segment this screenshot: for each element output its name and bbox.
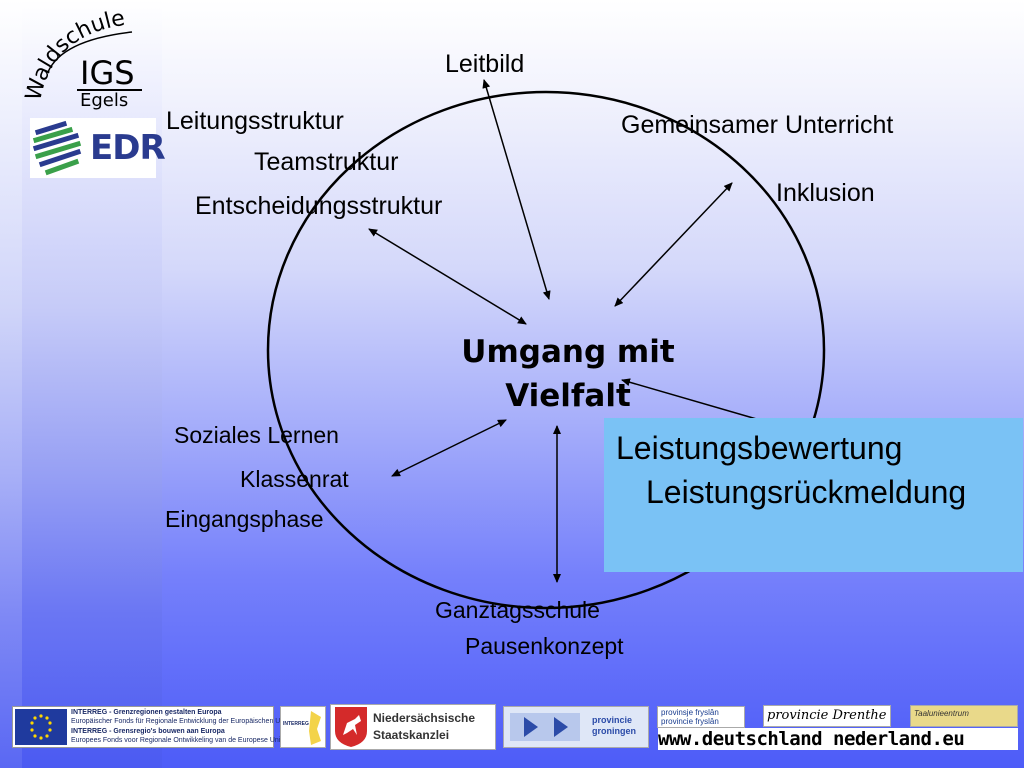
label-klassenrat: Klassenrat: [240, 466, 349, 492]
label-eingangsphase: Eingangsphase: [165, 506, 324, 532]
center-title-line2: Vielfalt: [505, 378, 631, 414]
interreg-logo: INTERREG - Grenzregionen gestalten Europ…: [12, 706, 294, 748]
niedersachsen-horse-icon: [335, 707, 367, 747]
drenthe-logo: provincie Drenthe: [763, 705, 891, 727]
igs-logo-graphic: Waldschule IGS Egels: [21, 6, 142, 111]
label-entscheidungsstruktur: Entscheidungsstruktur: [195, 192, 443, 220]
taalunie-text: Taalunieentrum: [914, 709, 969, 718]
fryslan-line1: provinsje fryslân: [661, 708, 719, 717]
egels-text: Egels: [80, 90, 128, 111]
arrow-entscheidungsstruktur: [368, 228, 527, 325]
label-leitungsstruktur: Leitungsstruktur: [166, 107, 344, 135]
eu-flag-icon: [15, 709, 67, 745]
groningen-crest-icon: [510, 713, 580, 741]
label-soziales-lernen: Soziales Lernen: [174, 422, 339, 448]
leistung-highlight-box: Leistungsbewertung Leistungsrückmeldung: [604, 418, 1023, 572]
label-gemeinsamer-unterricht: Gemeinsamer Unterricht: [621, 111, 894, 139]
niedersachsen-line1: Niedersächsische: [373, 711, 476, 725]
interreg-small-text: INTERREG: [283, 721, 309, 727]
drenthe-text: provincie Drenthe: [767, 708, 887, 723]
arrow-inklusion: [614, 182, 733, 307]
interreg-map-icon: [309, 711, 321, 745]
center-title: Umgang mit Vielfalt: [448, 330, 688, 418]
fryslan-logo: provinsje fryslân provincie fryslân: [657, 706, 745, 728]
label-leistungsbewertung: Leistungsbewertung: [616, 430, 903, 466]
label-leitbild: Leitbild: [445, 50, 525, 78]
edr-stripes-icon: [32, 120, 82, 176]
interreg-line2: Europäischer Fonds für Regionale Entwick…: [71, 718, 294, 725]
left-edge-band: [0, 0, 22, 768]
arrow-soziales-lernen: [391, 419, 507, 477]
arrow-leitbild: [482, 79, 551, 300]
interreg-small-logo: INTERREG: [280, 706, 326, 748]
label-inklusion: Inklusion: [776, 179, 875, 207]
interreg-line3: INTERREG - Grensregio's bouwen aan Europ…: [71, 728, 225, 735]
taalunie-logo: Taalunieentrum: [910, 705, 1018, 727]
groningen-line2: groningen: [592, 726, 636, 736]
niedersachsen-logo: Niedersächsische Staatskanzlei: [330, 704, 496, 750]
arrow-leistungsbewertung: [621, 378, 761, 421]
label-teamstruktur: Teamstruktur: [254, 148, 399, 176]
igs-text: IGS: [80, 54, 135, 92]
igs-waldschule-logo: Waldschule IGS Egels: [21, 2, 162, 114]
footer-url: www.deutschland nederland.eu: [658, 728, 1018, 750]
fryslan-line2: provincie fryslân: [661, 717, 719, 726]
center-title-line1: Umgang mit: [461, 334, 675, 370]
footer-url-text: www.deutschland nederland.eu: [658, 728, 965, 750]
edr-logo: EDR: [30, 118, 166, 178]
label-ganztagsschule: Ganztagsschule: [435, 597, 600, 623]
footer-logos: INTERREG - Grenzregionen gestalten Europ…: [0, 700, 1024, 768]
groningen-line1: provincie: [592, 715, 633, 725]
edr-text: EDR: [90, 128, 166, 168]
interreg-line4: Europees Fonds voor Regionale Ontwikkeli…: [71, 737, 285, 744]
niedersachsen-line2: Staatskanzlei: [373, 728, 450, 742]
label-leistungsrueckmeldung: Leistungsrückmeldung: [646, 474, 967, 510]
interreg-line1: INTERREG - Grenzregionen gestalten Europ…: [71, 709, 222, 716]
label-pausenkonzept: Pausenkonzept: [465, 633, 624, 659]
groningen-logo: provincie groningen: [503, 706, 649, 748]
